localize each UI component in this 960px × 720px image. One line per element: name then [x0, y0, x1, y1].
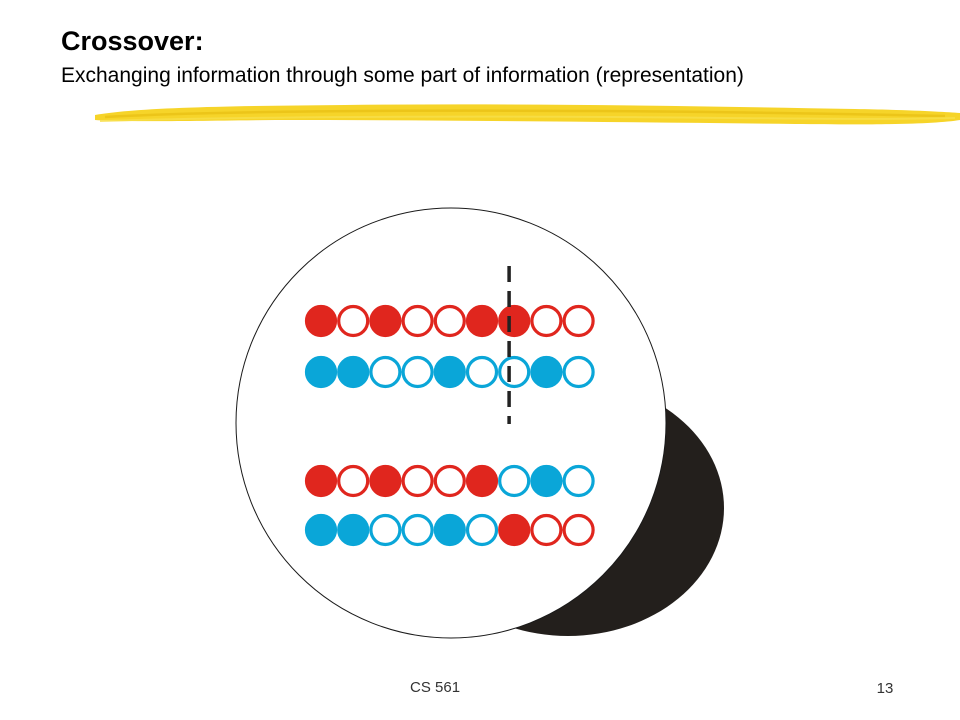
offspring-4-gene-2 — [337, 513, 370, 547]
slide-title: Crossover: — [61, 26, 204, 56]
parent-1-gene-8 — [530, 304, 563, 338]
parent-1-gene-1 — [304, 304, 338, 338]
offspring-4-gene-6 — [465, 513, 499, 547]
parent-2-gene-5 — [433, 355, 466, 389]
parent-2-gene-8 — [530, 355, 563, 389]
offspring-3-gene-6 — [465, 464, 499, 498]
parent-1-gene-2 — [337, 304, 370, 338]
parent-2-gene-1 — [304, 355, 338, 389]
offspring-3-gene-9 — [562, 464, 595, 498]
offspring-3-gene-1 — [304, 464, 338, 498]
offspring-4-gene-7 — [498, 513, 531, 547]
offspring-4-gene-9 — [562, 513, 595, 547]
parent-1-gene-9 — [562, 304, 595, 338]
highlighter-underline — [95, 104, 960, 125]
parent-2-gene-4 — [401, 355, 434, 389]
parent-1-gene-6 — [465, 304, 499, 338]
offspring-3-gene-2 — [337, 464, 370, 498]
diagram-background — [235, 207, 724, 639]
offspring-4-gene-8 — [530, 513, 563, 547]
parent-2-gene-7 — [498, 355, 531, 389]
parent-2-gene-9 — [562, 355, 595, 389]
offspring-4-gene-3 — [369, 513, 402, 547]
parent-1-gene-7 — [498, 304, 531, 338]
offspring-4-gene-4 — [401, 513, 434, 547]
parent-1-gene-5 — [433, 304, 466, 338]
offspring-4-gene-1 — [304, 513, 338, 547]
slide-subtitle: Exchanging information through some part… — [61, 64, 744, 87]
footer-course: CS 561 — [410, 679, 461, 696]
chromosome-circle — [235, 207, 667, 639]
page-number: 13 — [876, 680, 894, 697]
offspring-3-gene-8 — [530, 464, 563, 498]
parent-1-gene-3 — [369, 304, 402, 338]
parent-2-gene-3 — [369, 355, 402, 389]
offspring-3-gene-3 — [369, 464, 402, 498]
offspring-3-gene-7 — [498, 464, 531, 498]
parent-2-gene-2 — [337, 355, 370, 389]
parent-2-gene-6 — [465, 355, 499, 389]
offspring-3-gene-5 — [433, 464, 466, 498]
offspring-4-gene-5 — [433, 513, 466, 547]
offspring-3-gene-4 — [401, 464, 434, 498]
parent-1-gene-4 — [401, 304, 434, 338]
